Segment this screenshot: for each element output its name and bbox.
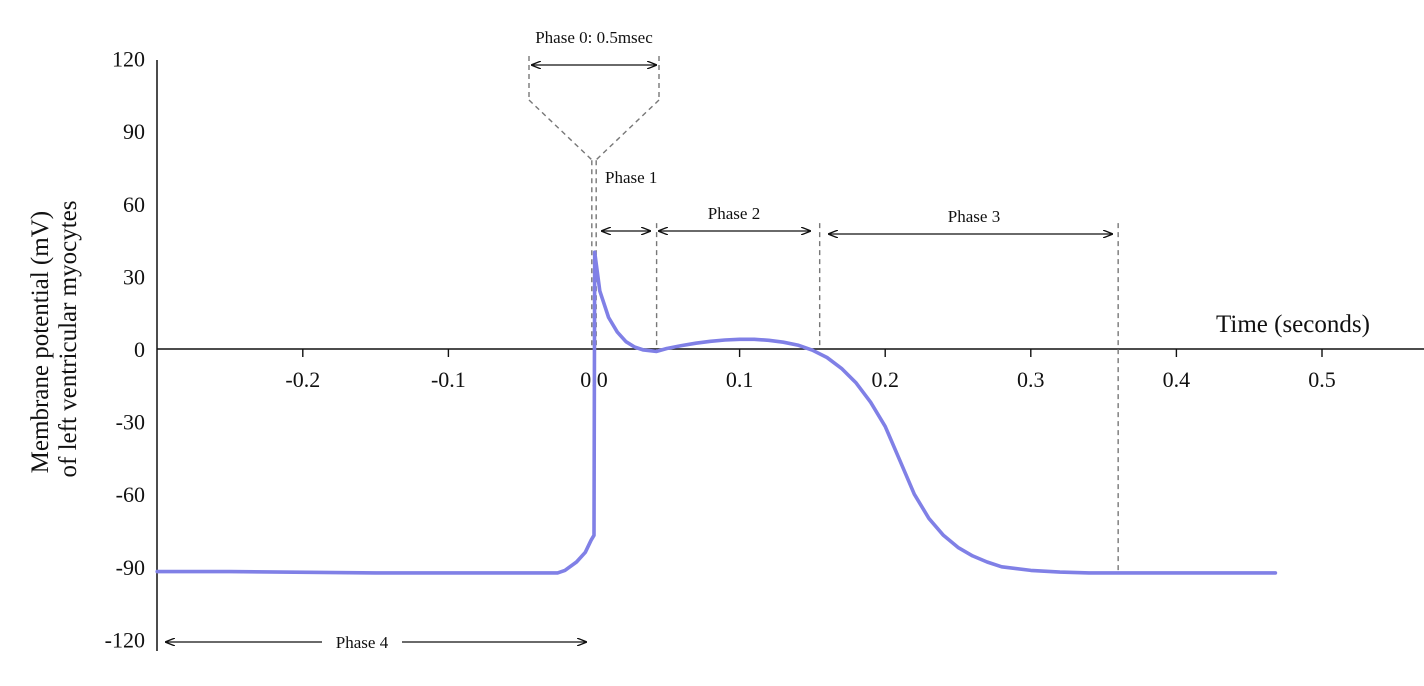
x-tick-label: -0.2 [285, 367, 320, 392]
phase-4-label: Phase 4 [336, 633, 389, 652]
phase-3-label: Phase 3 [948, 207, 1000, 226]
x-tick-label: 0.1 [726, 367, 754, 392]
phase-0-label: Phase 0: 0.5msec [535, 28, 653, 47]
x-tick-label: 0.2 [871, 367, 899, 392]
phase-1-label: Phase 1 [605, 168, 657, 187]
phase-0-funnel-left [528, 99, 593, 161]
phase-0-funnel-right [595, 99, 660, 161]
x-tick-label: -0.1 [431, 367, 466, 392]
y-ticks: 120 90 60 30 0 -30 -60 -90 -120 [105, 47, 145, 653]
x-tick-label: 0.5 [1308, 367, 1336, 392]
y-axis-title: Membrane potential (mV) of left ventricu… [27, 201, 82, 478]
phase-2-label: Phase 2 [708, 204, 760, 223]
y-tick-label: -60 [116, 482, 145, 507]
y-tick-label: -30 [116, 410, 145, 435]
y-tick-label: 60 [123, 192, 145, 217]
x-tick-label: 0.4 [1163, 367, 1191, 392]
phase-3-annotation: Phase 3 [829, 207, 1112, 234]
y-tick-label: 0 [134, 337, 145, 362]
phase-0-annotation: Phase 0: 0.5msec [528, 28, 660, 161]
y-tick-label: -90 [116, 555, 145, 580]
series-layer [155, 250, 1278, 575]
x-axis-title: Time (seconds) [1216, 311, 1370, 338]
x-tick-label: 0.3 [1017, 367, 1045, 392]
phase-4-annotation: Phase 4 [166, 633, 586, 652]
phase-1-annotation: Phase 1 [602, 168, 657, 231]
y-tick-label: 30 [123, 264, 145, 289]
y-axis-title-line-1: Membrane potential (mV) [27, 211, 54, 473]
action-potential-line [155, 250, 1278, 575]
y-tick-label: 120 [112, 47, 145, 72]
y-axis-title-line-2: of left ventricular myocytes [55, 201, 82, 478]
y-tick-label: 90 [123, 119, 145, 144]
phase-2-annotation: Phase 2 [659, 204, 810, 231]
y-tick-label: -120 [105, 627, 145, 652]
